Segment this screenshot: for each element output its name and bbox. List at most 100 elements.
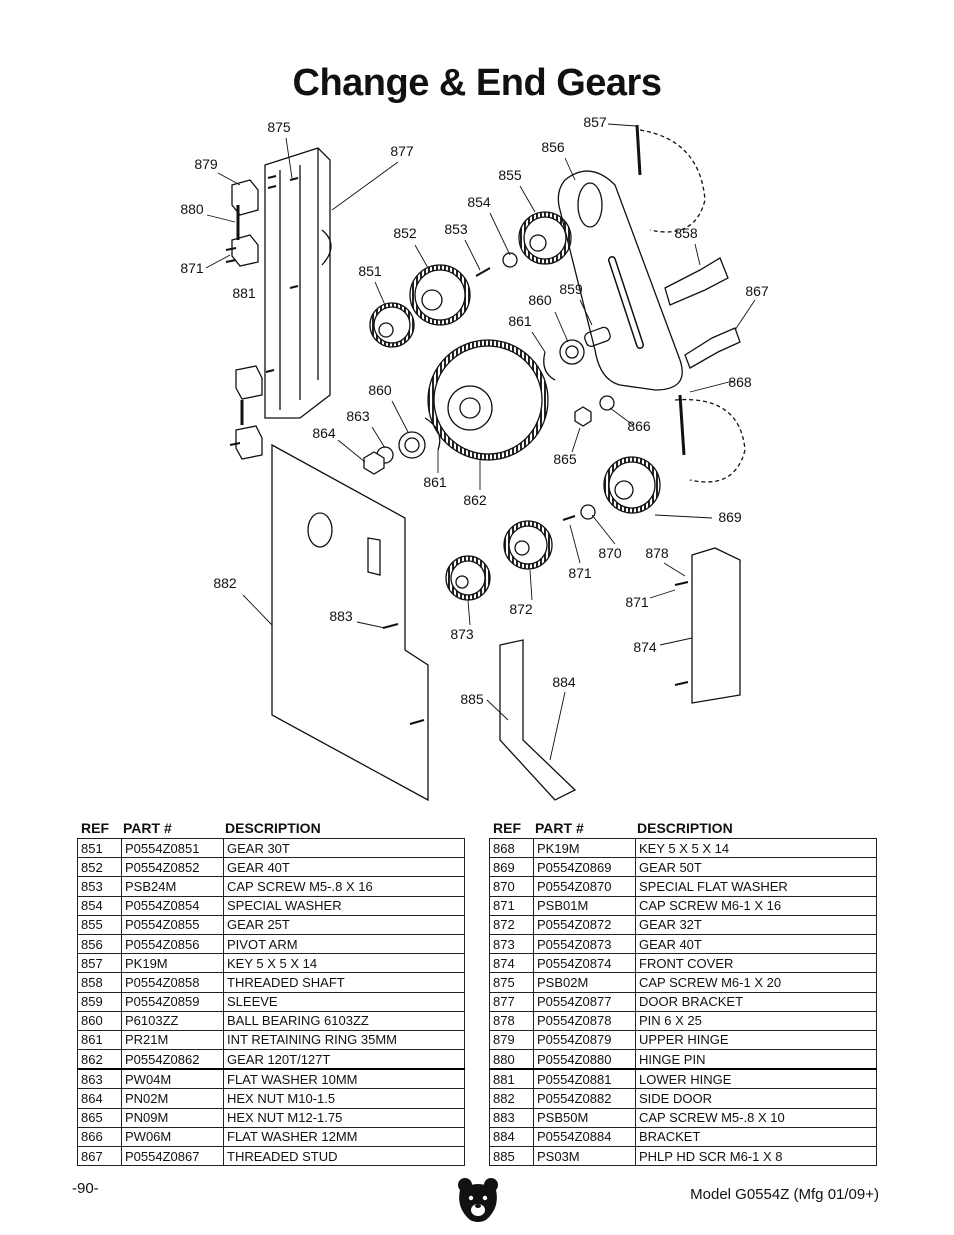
callout-864: 864 xyxy=(312,425,336,441)
callout-885: 885 xyxy=(460,691,484,707)
callout-883: 883 xyxy=(329,608,353,624)
ref-cell: 873 xyxy=(489,933,534,955)
ref-cell: 874 xyxy=(489,953,534,974)
part-number-cell: P0554Z0873 xyxy=(533,933,636,955)
ref-cell: 878 xyxy=(489,1010,534,1031)
exploded-parts-diagram: 8758578568778798558548808538528588718518… xyxy=(180,114,769,802)
callout-878: 878 xyxy=(645,545,669,561)
ref-cell: 861 xyxy=(77,1029,122,1051)
description-cell: LOWER HINGE xyxy=(635,1068,877,1090)
ref-cell: 880 xyxy=(489,1049,534,1070)
description-cell: UPPER HINGE xyxy=(635,1029,877,1051)
description-cell: BALL BEARING 6103ZZ xyxy=(223,1010,465,1031)
part-number-cell: P0554Z0867 xyxy=(121,1145,224,1167)
part-number-cell: P0554Z0880 xyxy=(533,1049,636,1070)
part-number-cell: PR21M xyxy=(121,1029,224,1051)
callout-882: 882 xyxy=(213,575,237,591)
ref-cell: 858 xyxy=(77,972,122,993)
description-cell: SPECIAL WASHER xyxy=(223,895,465,916)
ref-cell: 875 xyxy=(489,972,534,993)
ref-cell: 882 xyxy=(489,1088,534,1109)
part-number-cell: P0554Z0884 xyxy=(533,1126,636,1148)
description-cell: KEY 5 X 5 X 14 xyxy=(635,837,877,859)
ref-cell: 881 xyxy=(489,1068,534,1090)
callout-877: 877 xyxy=(390,143,414,159)
description-cell: BRACKET xyxy=(635,1126,877,1148)
ref-cell: 863 xyxy=(77,1068,122,1090)
ref-cell: 855 xyxy=(77,914,122,935)
part-number-cell: P0554Z0874 xyxy=(533,953,636,974)
part-number-cell: PK19M xyxy=(121,953,224,974)
part-number-cell: PSB02M xyxy=(533,972,636,993)
ref-cell: 852 xyxy=(77,857,122,878)
description-cell: THREADED STUD xyxy=(223,1145,465,1167)
callout-860: 860 xyxy=(528,292,552,308)
part-number-cell: P0554Z0879 xyxy=(533,1029,636,1051)
ref-cell: 871 xyxy=(489,895,534,916)
page-title: Change & End Gears xyxy=(292,62,662,104)
part-number-cell: P0554Z0856 xyxy=(121,933,224,955)
callout-871: 871 xyxy=(568,565,592,581)
part-number-cell: P0554Z0869 xyxy=(533,857,636,878)
ref-cell: 867 xyxy=(77,1145,122,1167)
table-header: REF PART # DESCRIPTION xyxy=(489,818,877,838)
header-ref: REF xyxy=(81,820,109,836)
part-number-cell: P0554Z0881 xyxy=(533,1068,636,1090)
description-cell: PIVOT ARM xyxy=(223,933,465,955)
header-description: DESCRIPTION xyxy=(225,820,321,836)
part-number-cell: PK19M xyxy=(533,837,636,859)
callout-874: 874 xyxy=(633,639,657,655)
header-part: PART # xyxy=(123,820,172,836)
callout-861: 861 xyxy=(508,313,532,329)
description-cell: PHLP HD SCR M6-1 X 8 xyxy=(635,1145,877,1167)
description-cell: CAP SCREW M6-1 X 20 xyxy=(635,972,877,993)
description-cell: CAP SCREW M5-.8 X 16 xyxy=(223,876,465,897)
ref-cell: 860 xyxy=(77,1010,122,1031)
part-number-cell: P0554Z0855 xyxy=(121,914,224,935)
part-number-cell: P0554Z0882 xyxy=(533,1088,636,1109)
ref-cell: 856 xyxy=(77,933,122,955)
callout-852: 852 xyxy=(393,225,417,241)
description-cell: FLAT WASHER 12MM xyxy=(223,1126,465,1148)
description-cell: SIDE DOOR xyxy=(635,1088,877,1109)
part-number-cell: PW06M xyxy=(121,1126,224,1148)
callout-856: 856 xyxy=(541,139,565,155)
description-cell: HEX NUT M10-1.5 xyxy=(223,1088,465,1109)
callout-863: 863 xyxy=(346,408,370,424)
callout-860: 860 xyxy=(368,382,392,398)
ref-cell: 869 xyxy=(489,857,534,878)
callout-851: 851 xyxy=(358,263,382,279)
part-number-cell: P6103ZZ xyxy=(121,1010,224,1031)
part-number-cell: P0554Z0858 xyxy=(121,972,224,993)
description-cell: HEX NUT M12-1.75 xyxy=(223,1107,465,1128)
description-cell: DOOR BRACKET xyxy=(635,991,877,1012)
grizzly-bear-logo-icon xyxy=(458,1178,498,1222)
part-number-cell: P0554Z0859 xyxy=(121,991,224,1012)
callout-857: 857 xyxy=(583,114,607,130)
callout-861: 861 xyxy=(423,474,447,490)
callout-868: 868 xyxy=(728,374,752,390)
table-header: REF PART # DESCRIPTION xyxy=(77,818,465,838)
